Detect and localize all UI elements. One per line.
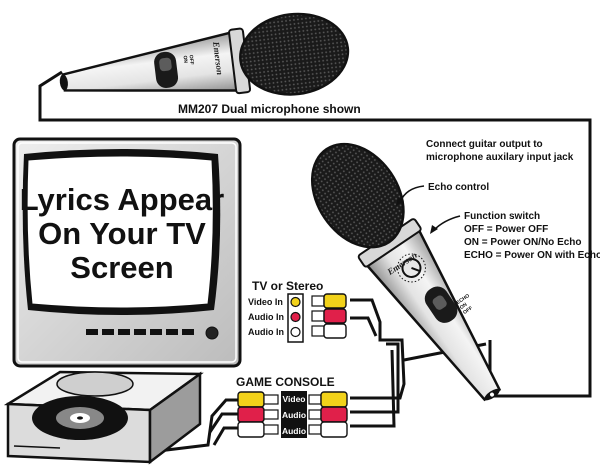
function-switch-echo: ECHO = Power ON with Echo <box>464 250 600 261</box>
console-port-block <box>281 391 307 438</box>
console-port-label-audio-1: Audio <box>282 410 306 420</box>
television: Lyrics Appear On Your TV Screen <box>12 137 242 368</box>
mic-right-switch-on-label: ON <box>459 302 469 311</box>
tv-power-knob <box>205 326 219 340</box>
tv-screen-line-3: Screen <box>70 250 173 285</box>
mic-right-switch <box>424 286 458 323</box>
function-switch-title: Function switch <box>464 211 540 222</box>
tv-screen-text: Lyrics Appear On Your TV Screen <box>20 182 224 285</box>
microphone-right: Emerson ECHO ON OFF <box>310 142 502 402</box>
tv-control-panel <box>86 329 194 335</box>
tv-jack-audio-white <box>290 326 301 338</box>
tv-input-panel: TV or Stereo Video In Audio In Audio In <box>248 279 347 343</box>
mic-top-switch <box>154 51 179 88</box>
console-port-label-audio-2: Audio <box>282 426 306 436</box>
arrow-icon <box>433 215 461 231</box>
tv-or-stereo-label: TV or Stereo <box>252 279 323 293</box>
guitar-input-caption-line-1: Connect guitar output to <box>426 139 543 150</box>
tv-rca-plug-video <box>311 293 347 309</box>
guitar-input-annotation: Connect guitar output to microphone auxi… <box>426 139 574 163</box>
console-plug-in-audio-red <box>237 406 279 423</box>
tv-jack-video <box>290 296 301 308</box>
tv-input-label-video: Video In <box>248 297 283 307</box>
dial-icon <box>396 253 426 283</box>
echo-control-label: Echo control <box>428 182 489 193</box>
console-plug-out-audio-red <box>308 406 348 423</box>
console-plug-in-video <box>237 391 279 408</box>
tv-screen-line-1: Lyrics Appear <box>20 182 224 217</box>
function-switch-off: OFF = Power OFF <box>464 224 548 235</box>
disc-icon <box>32 396 128 440</box>
mic-top-switch-off-label: OFF <box>187 54 194 65</box>
game-console-label: GAME CONSOLE <box>236 375 335 389</box>
console-disc-tray <box>56 371 134 397</box>
console-plug-out-audio-white <box>308 421 348 438</box>
tv-jack-audio-red <box>290 311 301 323</box>
mic-top-brand: Emerson <box>211 40 225 75</box>
tv-rca-plug-audio-white <box>311 323 347 339</box>
cable-console <box>149 398 238 454</box>
function-switch-on: ON = Power ON/No Echo <box>464 237 582 248</box>
tv-rca-plug-audio-red <box>311 308 347 324</box>
console-plug-in-audio-white <box>237 421 279 438</box>
tv-input-label-audio-2: Audio In <box>248 327 284 337</box>
microphone-top: ON OFF Emerson <box>59 12 350 96</box>
console-connector-panel: GAME CONSOLE Video Audio Audio <box>236 375 348 438</box>
mic-top-grille <box>239 12 350 96</box>
echo-control-annotation: Echo control <box>396 182 489 206</box>
mic-right-switch-off-label: OFF <box>462 305 474 316</box>
game-console <box>3 370 204 465</box>
console-plug-out-video <box>308 391 348 408</box>
mic-right-grille <box>310 142 405 249</box>
console-port-label-video: Video <box>283 394 306 404</box>
guitar-input-caption-line-2: microphone auxilary input jack <box>426 152 574 163</box>
tv-input-label-audio-1: Audio In <box>248 312 284 322</box>
mic-model-caption: MM207 Dual microphone shown <box>178 102 361 116</box>
mic-top-switch-on-label: ON <box>182 55 189 64</box>
function-switch-annotation: Function switch OFF = Power OFF ON = Pow… <box>430 211 600 261</box>
tv-screen-line-2: On Your TV <box>38 216 206 251</box>
